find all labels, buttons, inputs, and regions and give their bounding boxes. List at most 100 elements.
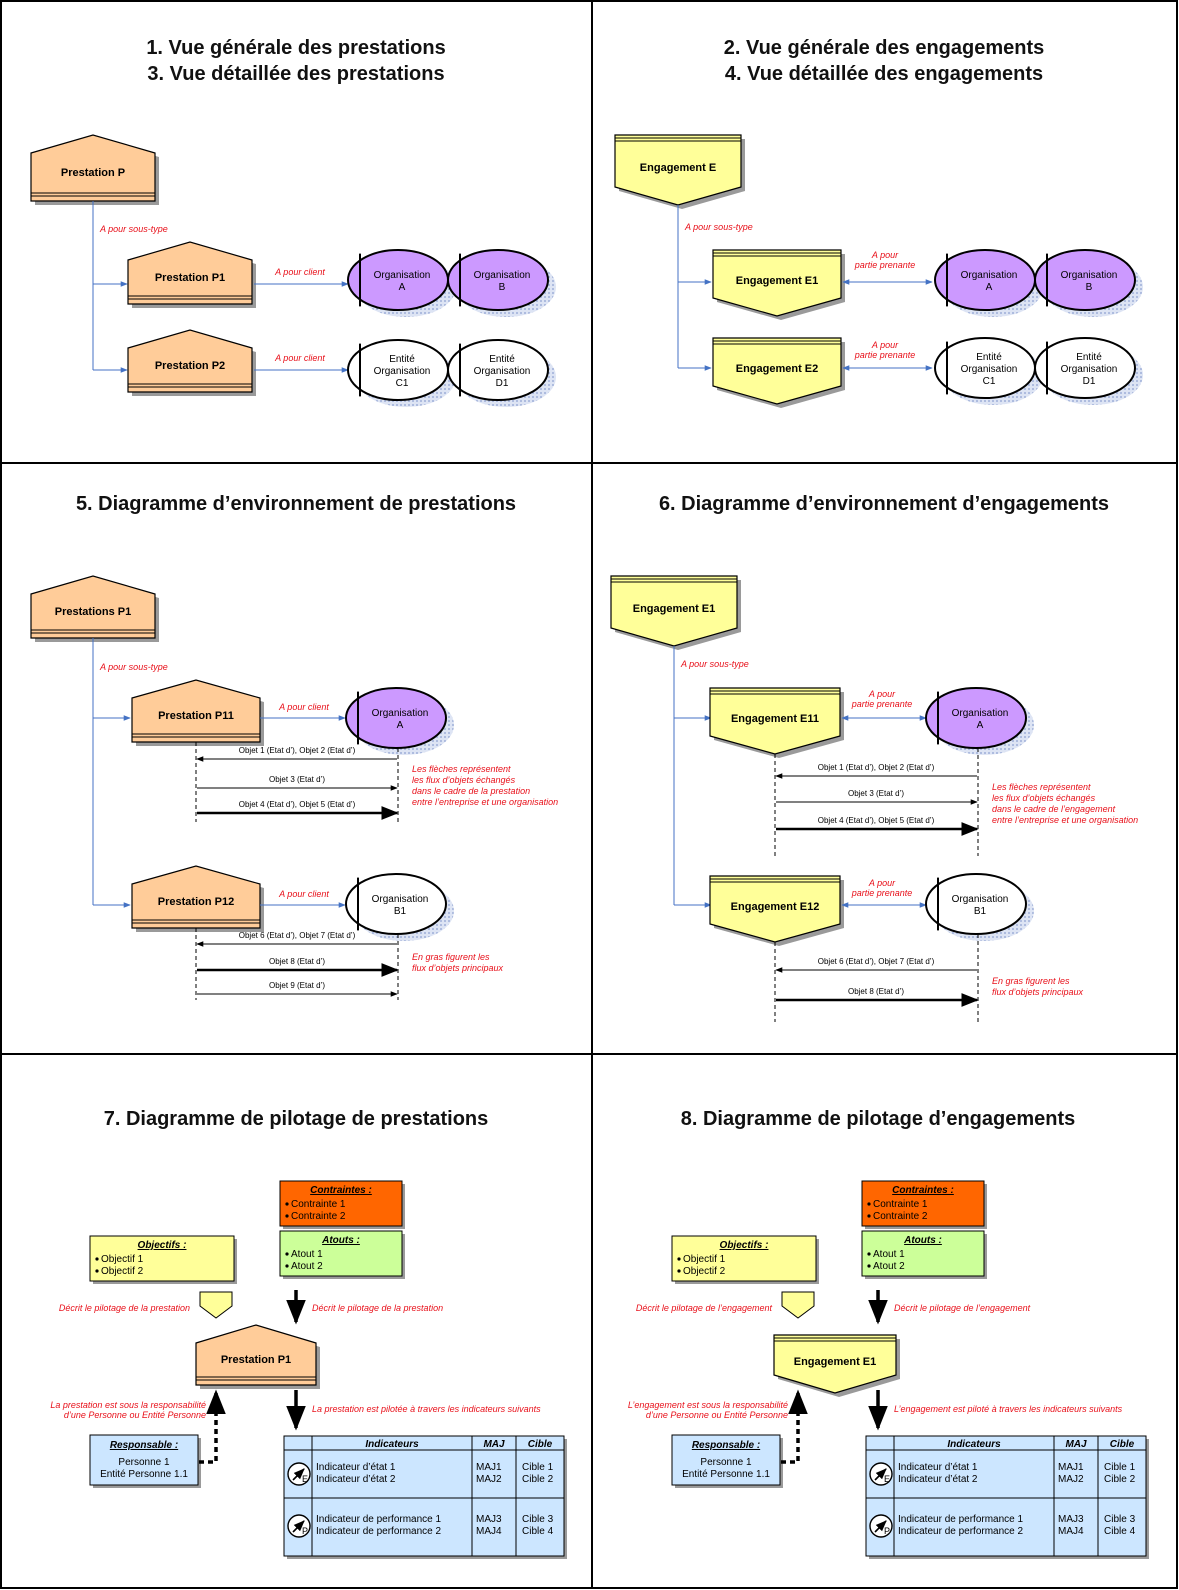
indicator-maj: MAJ1	[476, 1462, 502, 1473]
prestation-label: Prestation P2	[155, 360, 225, 372]
quadrant-title: 1. Vue générale des prestations	[146, 37, 445, 59]
engagement-parent: Engagement E	[614, 134, 745, 209]
box-frame	[89, 1434, 199, 1486]
table-frame	[283, 1435, 565, 1557]
prestation-child-1: Prestation P11	[131, 679, 264, 746]
gauge-letter: E	[302, 1474, 308, 1484]
engagement-shape	[773, 1334, 897, 1394]
box-item: Personne 1	[700, 1457, 752, 1468]
prestation-parent: Prestations P1	[30, 575, 159, 642]
indicator-icon: E	[287, 1462, 311, 1486]
organisation-label: A	[977, 720, 984, 731]
box-title: Objectifs :	[720, 1240, 769, 1251]
decrit-label: Décrit le pilotage de la prestation	[59, 1303, 190, 1313]
indicator-cible: Cible 2	[1104, 1474, 1136, 1485]
box-frame	[861, 1230, 985, 1277]
box-frame	[89, 1235, 235, 1282]
box-item: Objectif 2	[101, 1266, 144, 1277]
box-item: Contrainte 2	[873, 1211, 928, 1222]
pilot-note: La prestation est pilotée à travers les …	[312, 1404, 541, 1414]
subtype-label: A pour sous-type	[684, 222, 753, 232]
box-item: Contrainte 2	[291, 1211, 346, 1222]
box-item: Atout 1	[291, 1249, 323, 1260]
quadrant-title: 5. Diagramme d’environnement de prestati…	[76, 493, 516, 515]
responsibility-arrow	[199, 1389, 226, 1464]
box-frame	[861, 1180, 985, 1227]
quadrant-title: 4. Vue détaillée des engagements	[725, 63, 1043, 85]
engagement-label: Engagement E1	[633, 603, 716, 615]
prestation-child-2: Prestation P2	[127, 329, 256, 396]
partie-label: A pour	[871, 340, 899, 350]
note-text: dans le cadre de la prestation	[412, 786, 530, 796]
organisation-label: A	[399, 282, 406, 293]
bullet	[677, 1257, 681, 1261]
indicator-maj: MAJ3	[1058, 1514, 1084, 1525]
flow-label: Objet 4 (Etat d’), Objet 5 (Etat d’)	[818, 816, 935, 825]
note-text: entre l’entreprise et une organisation	[412, 797, 558, 807]
indicator-cible: Cible 3	[522, 1514, 554, 1525]
organisation-label: B	[1086, 282, 1093, 293]
indicator-maj: MAJ4	[1058, 1526, 1084, 1537]
bullet	[285, 1214, 289, 1218]
flow-label: Objet 3 (Etat d’)	[848, 789, 904, 798]
prestation-shape	[30, 575, 156, 639]
note-text: flux d’objets principaux	[412, 963, 504, 973]
quadrant-title: 3. Vue détaillée des prestations	[147, 63, 444, 85]
table-frame	[865, 1435, 1147, 1557]
organisation-ellipse	[345, 687, 447, 749]
engagement-shape	[709, 687, 841, 755]
flow-label: Objet 4 (Etat d’), Objet 5 (Etat d’)	[239, 800, 356, 809]
table-header: MAJ	[483, 1439, 505, 1450]
organisation-label: Entité	[489, 354, 515, 365]
indicator-name: Indicateur d’état 2	[316, 1474, 396, 1485]
table-header: Cible	[1110, 1439, 1135, 1450]
engagement-shape	[712, 249, 842, 317]
bullet	[867, 1252, 871, 1256]
decrit-label: Décrit le pilotage de la prestation	[312, 1303, 443, 1313]
note-text: les flux d’objets échangés	[992, 793, 1096, 803]
note-text: flux d’objets principaux	[992, 987, 1084, 997]
prestation-shape	[195, 1324, 317, 1386]
engagement-shape	[712, 337, 842, 405]
box-frame	[279, 1180, 403, 1227]
indicator-cible: Cible 1	[1104, 1462, 1136, 1473]
indicator-name: Indicateur de performance 2	[898, 1526, 1024, 1537]
indicator-maj: MAJ2	[476, 1474, 502, 1485]
box-title: Contraintes :	[310, 1185, 372, 1196]
organisation-label: Organisation	[474, 366, 531, 377]
gauge-letter: E	[884, 1474, 890, 1484]
indicator-maj: MAJ4	[476, 1526, 502, 1537]
note-text: les flux d’objets échangés	[412, 775, 516, 785]
box-item: Objectif 2	[683, 1266, 726, 1277]
flow-label: Objet 6 (Etat d’), Objet 7 (Etat d’)	[818, 957, 935, 966]
indicator-name: Indicateur de performance 2	[316, 1526, 442, 1537]
pilot-note: L’engagement est piloté à travers les in…	[894, 1404, 1123, 1414]
box-title: Atouts :	[903, 1235, 942, 1246]
engagement-child-1: Engagement E11	[709, 687, 844, 758]
partie-label: A pour	[868, 689, 896, 699]
decrit-label: Décrit le pilotage de l’engagement	[894, 1303, 1031, 1313]
engagement-label: Engagement E12	[731, 901, 820, 913]
partie-label: partie prenante	[854, 350, 916, 360]
organisation-label: Organisation	[952, 708, 1009, 719]
organisation-label: C1	[983, 376, 996, 387]
indicator-icon: P	[869, 1514, 893, 1538]
indicator-cible: Cible 4	[1104, 1526, 1136, 1537]
organisation-label: Organisation	[372, 894, 429, 905]
bullet	[867, 1202, 871, 1206]
engagement-shape	[709, 875, 841, 943]
indicator-name: Indicateur d’état 1	[316, 1462, 396, 1473]
prestation-label: Prestations P1	[55, 606, 131, 618]
note-text: dans le cadre de l’engagement	[992, 804, 1116, 814]
engagement-shape	[610, 575, 738, 647]
box-title: Atouts :	[321, 1235, 360, 1246]
client-label: A pour client	[278, 702, 329, 712]
